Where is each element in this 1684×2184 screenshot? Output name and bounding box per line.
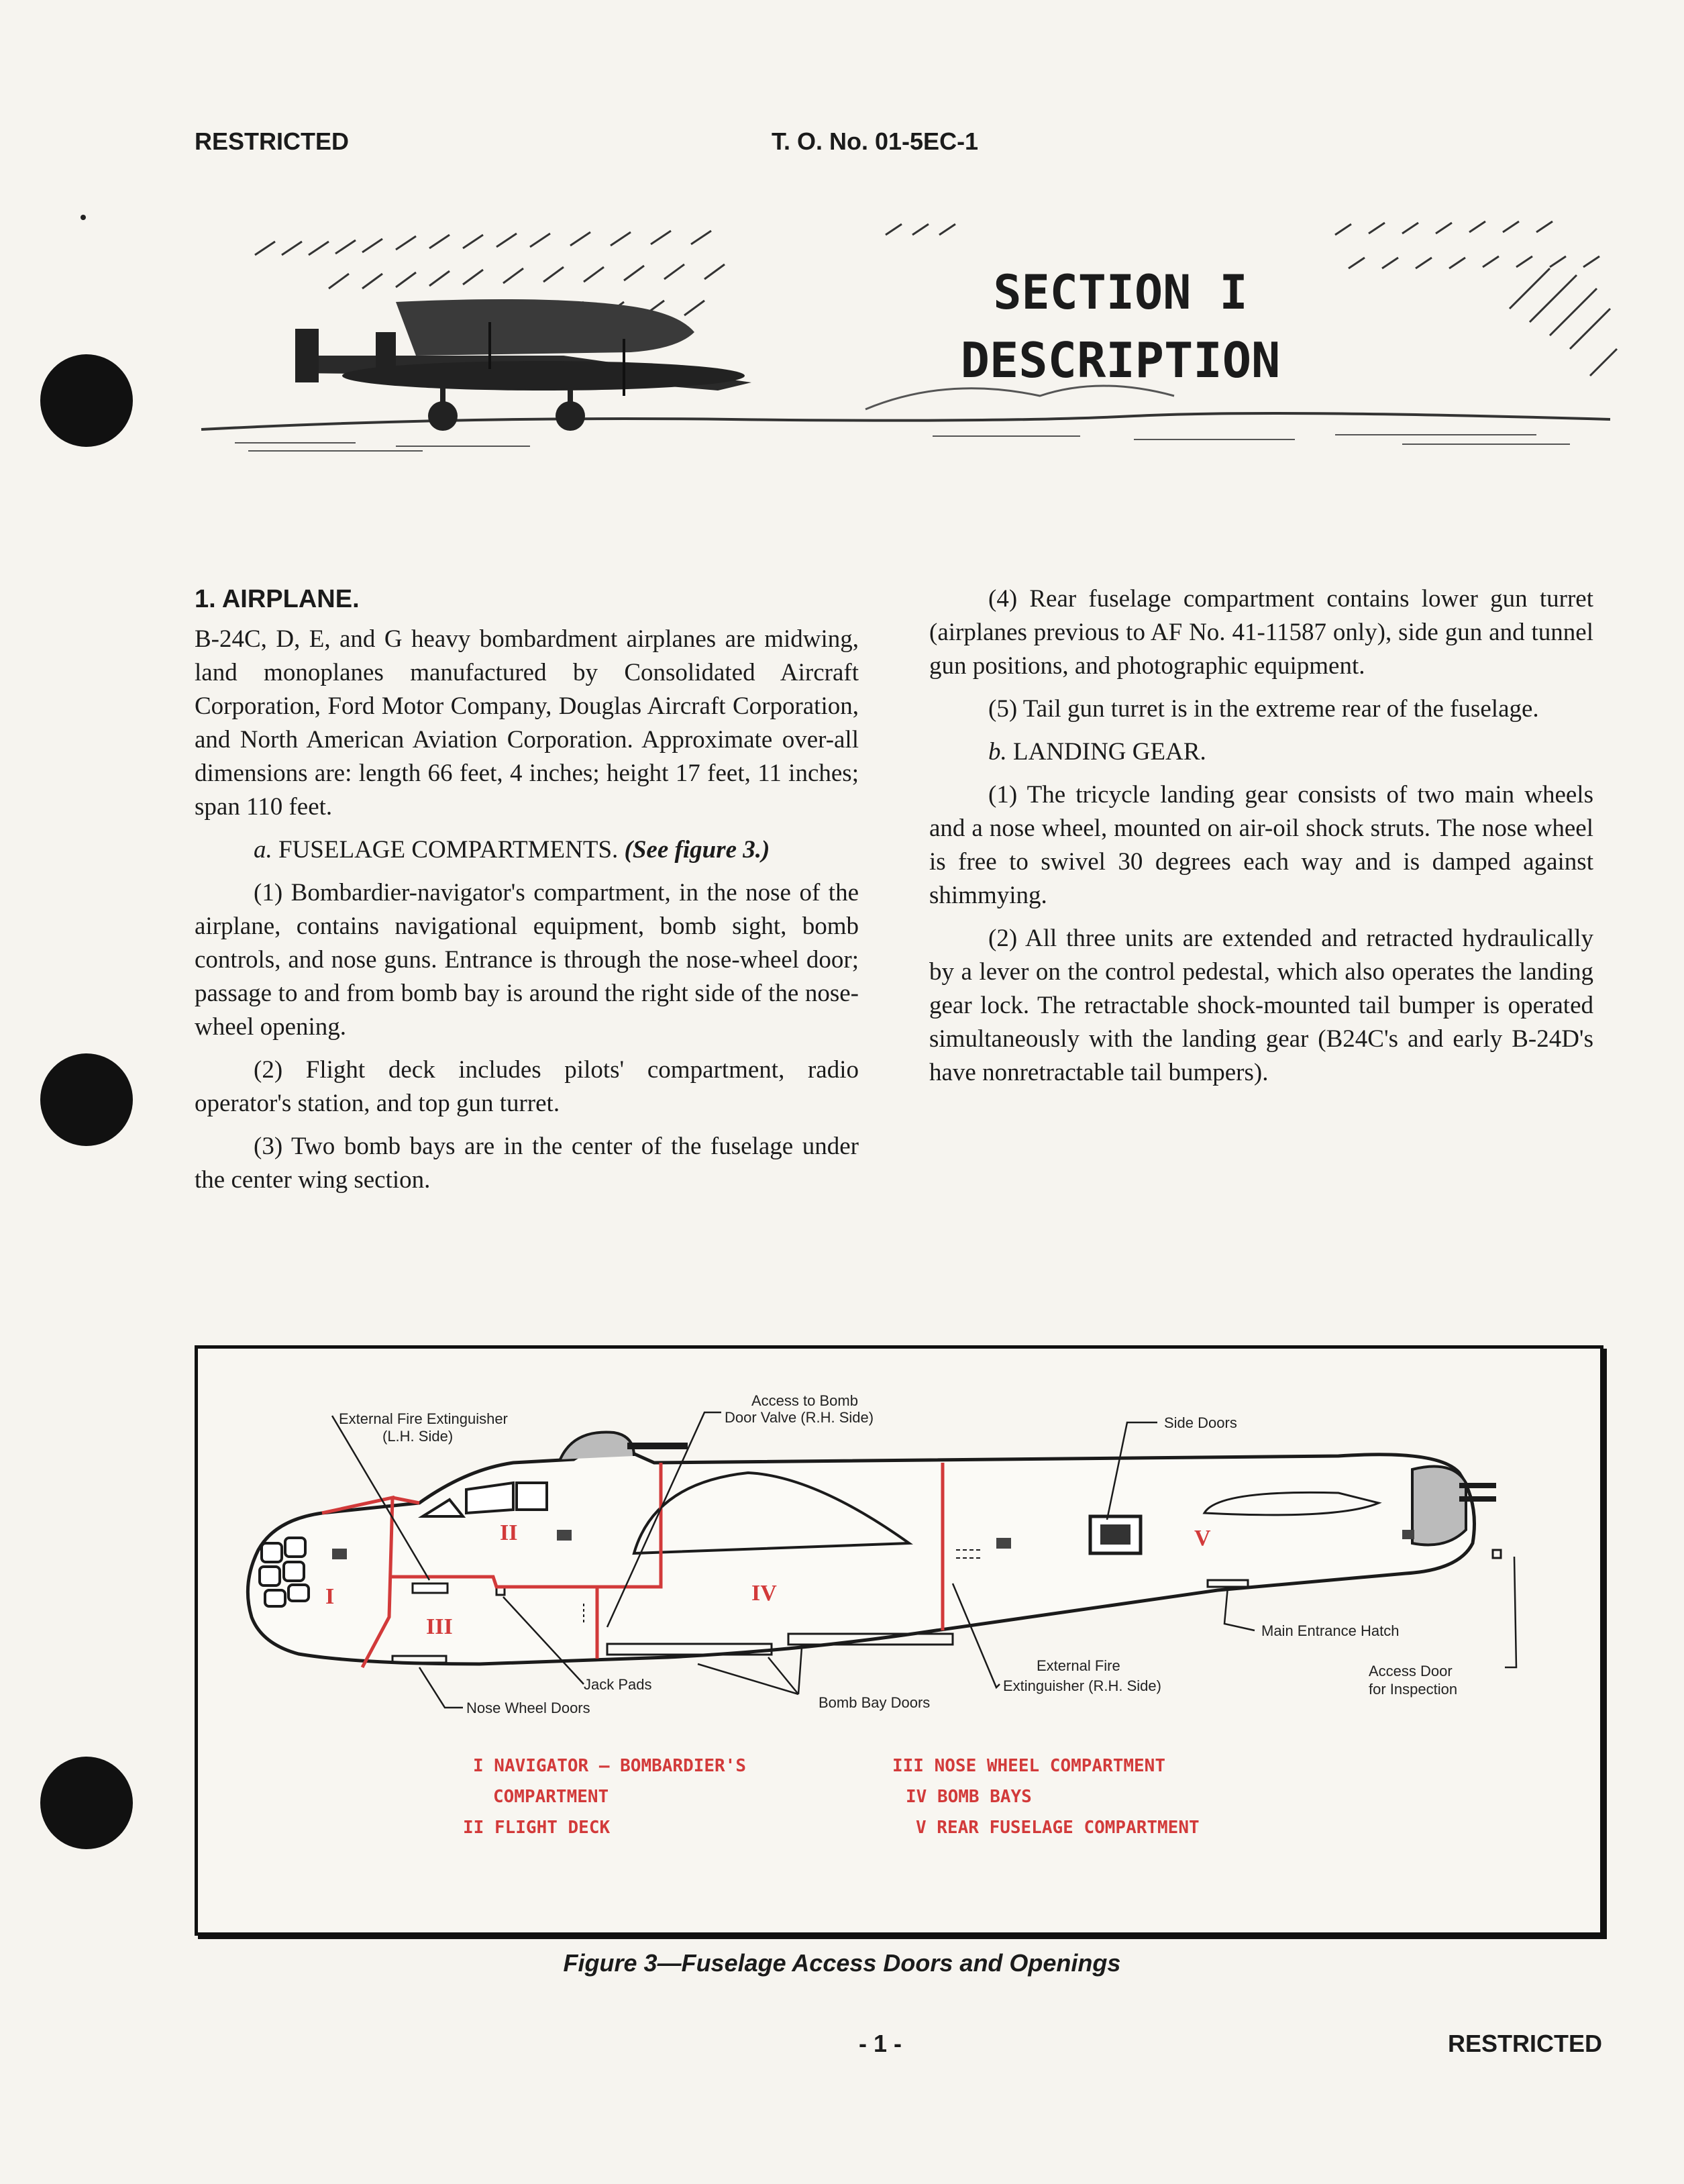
callout-access-door-1: Access Door <box>1369 1663 1453 1679</box>
callout-nose-wheel-doors: Nose Wheel Doors <box>466 1700 590 1716</box>
callout-access-bomb-2: Door Valve (R.H. Side) <box>725 1409 874 1426</box>
figure-caption: Figure 3—Fuselage Access Doors and Openi… <box>563 1949 1121 1977</box>
callout-access-door-2: for Inspection <box>1369 1681 1457 1698</box>
binder-hole-bottom <box>40 1757 133 1849</box>
callout-ext-fire-lh-2: (L.H. Side) <box>382 1428 453 1445</box>
footer-restricted: RESTRICTED <box>1448 2030 1603 2057</box>
callout-ext-fire-rh-2: Extinguisher (R.H. Side) <box>1003 1677 1161 1694</box>
subheading-b-label: b. <box>988 738 1007 766</box>
nose-wheel-door <box>391 1655 448 1664</box>
callout-ext-fire-rh-1: External Fire <box>1037 1657 1120 1674</box>
section-title: DESCRIPTION <box>960 332 1281 388</box>
zone-boundaries <box>321 1463 945 1669</box>
page-number: - 1 - <box>859 2030 902 2057</box>
figure-reference: (See figure 3.) <box>624 836 770 864</box>
stabilizer-outline <box>1202 1491 1382 1516</box>
banner-illustration <box>201 220 1618 452</box>
paragraph-b2: (2) All three units are extended and ret… <box>929 925 1593 1086</box>
zone-label-iii: III <box>426 1614 453 1639</box>
callout-jack-pads: Jack Pads <box>584 1676 652 1693</box>
cockpit-windows <box>418 1481 548 1518</box>
subheading-landing-gear: b. LANDING GEAR. <box>929 735 1593 769</box>
distant-hills <box>865 384 1175 411</box>
subheading-a-title: FUSELAGE COMPARTMENTS. <box>278 836 619 864</box>
callout-main-entrance: Main Entrance Hatch <box>1261 1622 1399 1639</box>
header-restricted: RESTRICTED <box>195 127 350 155</box>
ground-hatching <box>235 434 1570 452</box>
paragraph-b1: (1) The tricycle landing gear consists o… <box>929 781 1593 909</box>
ext-fire-lh-panel <box>411 1582 449 1594</box>
subheading-b-title: LANDING GEAR. <box>1013 738 1206 766</box>
paragraph-a2: (2) Flight deck includes pilots' compart… <box>195 1056 859 1117</box>
legend-zone-5: V REAR FUSELAGE COMPARTMENT <box>916 1818 1200 1838</box>
legend-zone-4: IV BOMB BAYS <box>906 1787 1032 1807</box>
zone-label-ii: II <box>500 1520 517 1545</box>
sky-hatching <box>254 220 1618 377</box>
callout-ext-fire-lh-1: External Fire Extinguisher <box>339 1410 508 1427</box>
paragraph-a4: (4) Rear fuselage compartment contains l… <box>929 585 1593 680</box>
bomb-bay-door-1 <box>606 1643 773 1656</box>
zone-label-i: I <box>325 1584 334 1609</box>
section-number: SECTION I <box>993 265 1248 320</box>
legend-zone-1a: I NAVIGATOR — BOMBARDIER'S <box>473 1756 746 1776</box>
legend-zone-1b: COMPARTMENT <box>493 1787 609 1807</box>
fuselage-diagram: I II III IV V External Fire Extinguisher… <box>246 1392 1518 1838</box>
header-to-number: T. O. No. 01-5EC-1 <box>772 127 979 155</box>
callout-bomb-bay-doors: Bomb Bay Doors <box>819 1694 930 1711</box>
horizon-line <box>201 412 1611 431</box>
right-column: (4) Rear fuselage compartment contains l… <box>929 582 1593 1099</box>
leader-lines <box>331 1411 1518 1709</box>
zone-label-iv: IV <box>751 1581 777 1606</box>
figure-3-frame: I II III IV V External Fire Extinguisher… <box>195 1345 1603 1936</box>
airplane-silhouette <box>295 299 751 431</box>
bomb-bay-door-2 <box>787 1632 954 1646</box>
paragraph-airplane: B-24C, D, E, and G heavy bombardment air… <box>195 625 859 821</box>
heading-airplane: 1. AIRPLANE. <box>195 585 360 613</box>
binder-hole-top <box>40 354 133 447</box>
left-column: 1. AIRPLANE. B-24C, D, E, and G heavy bo… <box>195 582 859 1206</box>
paragraph-a1: (1) Bombardier-navigator's compartment, … <box>195 879 859 1041</box>
top-turret <box>559 1431 688 1460</box>
fuselage-windows <box>332 1530 1414 1559</box>
legend-zone-2: II FLIGHT DECK <box>463 1818 610 1838</box>
tail-turret <box>1411 1465 1496 1547</box>
binder-dot <box>81 215 86 220</box>
paragraph-a3: (3) Two bomb bays are in the center of t… <box>195 1133 859 1194</box>
zone-label-v: V <box>1194 1526 1211 1551</box>
paragraph-a5: (5) Tail gun turret is in the extreme re… <box>988 695 1539 723</box>
callout-side-doors: Side Doors <box>1164 1414 1237 1431</box>
callout-access-bomb-1: Access to Bomb <box>751 1392 858 1409</box>
inspection-door <box>1491 1549 1502 1559</box>
wing-profile <box>632 1471 913 1555</box>
nose-glazing <box>258 1537 310 1608</box>
binder-hole-middle <box>40 1053 133 1146</box>
legend-zone-3: III NOSE WHEEL COMPARTMENT <box>892 1756 1165 1776</box>
subheading-fuselage: a. FUSELAGE COMPARTMENTS. (See figure 3.… <box>195 833 859 867</box>
subheading-a-label: a. <box>254 836 272 864</box>
